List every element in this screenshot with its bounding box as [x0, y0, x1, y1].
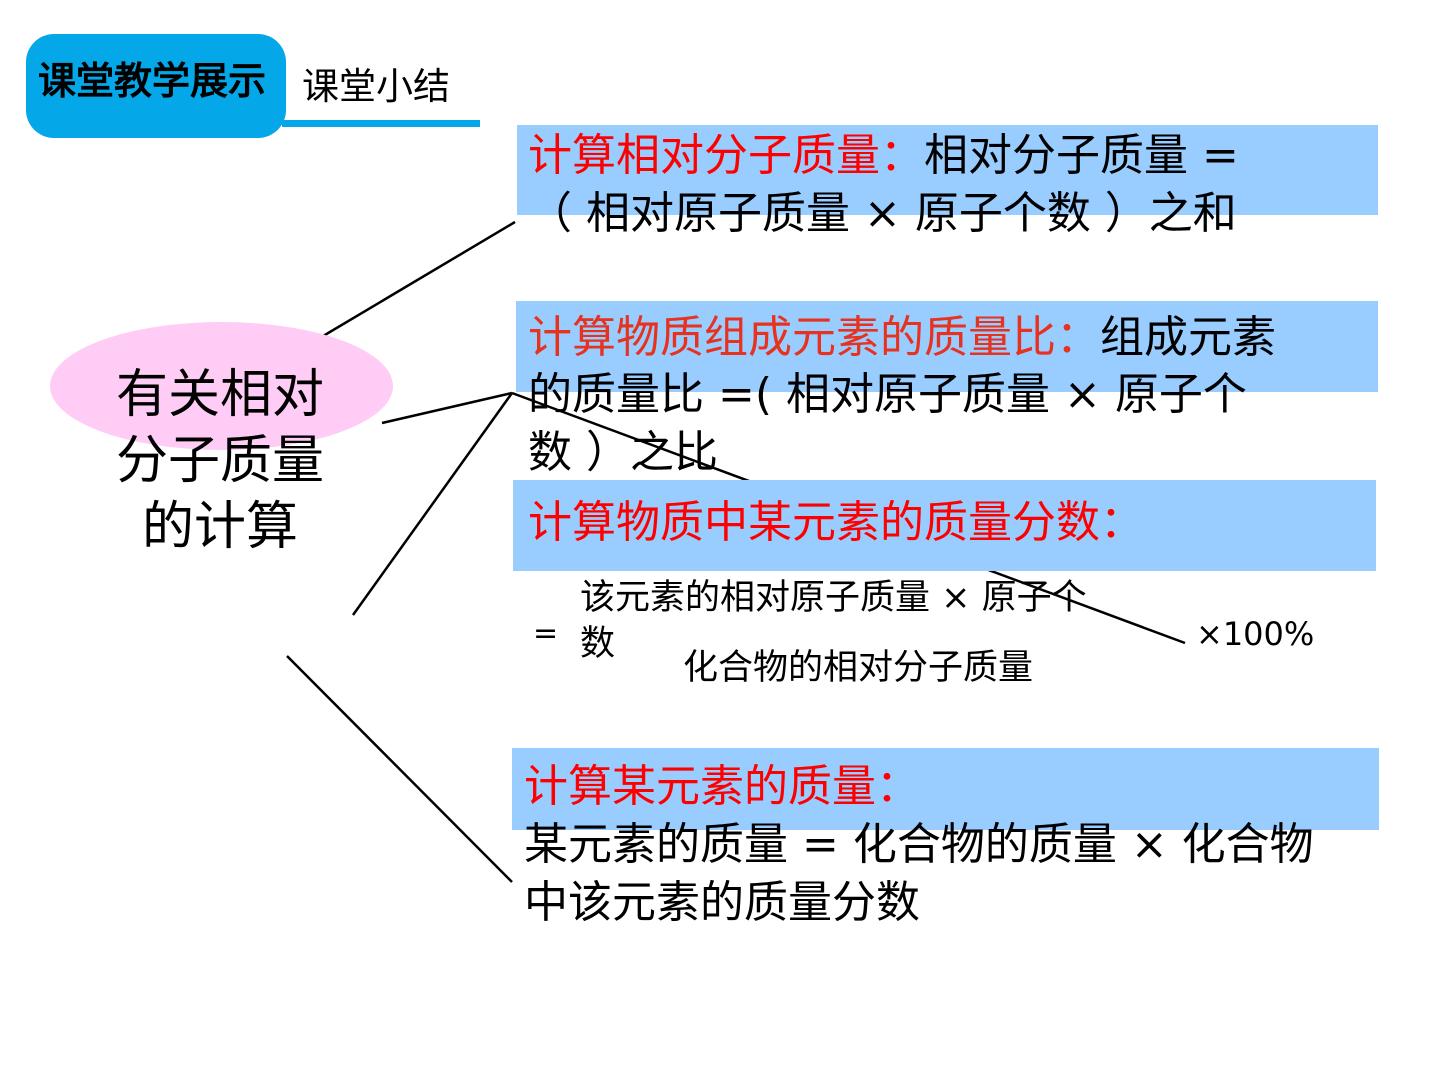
branch-2-bar: [516, 301, 1378, 392]
branch-1-body-2: （ 相对原子质量 × 原子个数 ）之和: [528, 188, 1237, 239]
branch-2-body-3: 数 ）之比: [528, 427, 718, 478]
header-tab: [26, 34, 286, 138]
header-underline: [282, 120, 480, 127]
formula-denominator: 化合物的相对分子质量: [683, 648, 1034, 688]
branch-2-heading: 计算物质组成元素的质量比：: [528, 312, 1100, 363]
topic-line-3: 的计算: [141, 497, 298, 557]
branch-1-heading: 计算相对分子质量：: [528, 130, 924, 181]
branch-2-body-2: 的质量比 =( 相对原子质量 × 原子个: [528, 369, 1247, 420]
branch-4-heading-text: 计算某元素的质量：: [524, 761, 920, 812]
branch-4-body-2: 中该元素的质量分数: [524, 877, 920, 928]
branch-3-bar: [513, 480, 1376, 571]
header-subtitle: 课堂小结: [302, 65, 450, 108]
branch-4-heading: 计算某元素的质量：: [524, 758, 920, 816]
connector-to-branch-2: [381, 391, 513, 425]
branch-3-heading-text: 计算物质中某元素的质量分数：: [528, 497, 1144, 548]
formula-numerator-1: 该元素的相对原子质量 × 原子个: [580, 578, 1087, 618]
branch-2-line-1: 计算物质组成元素的质量比：组成元素: [528, 309, 1276, 367]
branch-4-bar: [512, 748, 1379, 830]
formula-multiplier: ×100%: [1196, 615, 1315, 653]
topic-ellipse: [50, 322, 393, 450]
branch-2-body-1: 组成元素: [1100, 312, 1276, 363]
formula-equals: =: [533, 616, 559, 651]
connector-to-branch-4: [286, 655, 513, 883]
connector-to-branch-1: [307, 220, 516, 347]
branch-4-body-1: 某元素的质量 = 化合物的质量 × 化合物: [524, 819, 1314, 870]
branch-1-body-1: 相对分子质量 =: [924, 130, 1239, 181]
topic-line-1: 有关相对: [115, 365, 324, 425]
connector-to-branch-3: [351, 392, 514, 616]
topic-line-2: 分子质量: [115, 431, 324, 491]
topic-label: 有关相对 分子质量 的计算: [90, 362, 350, 560]
branch-1-line-1: 计算相对分子质量：相对分子质量 =: [528, 127, 1239, 185]
formula-numerator-2: 数: [580, 624, 616, 664]
branch-1-bar: [517, 125, 1378, 215]
header-tab-label: 课堂教学展示: [38, 58, 267, 103]
branch-3-heading: 计算物质中某元素的质量分数：: [528, 494, 1144, 552]
